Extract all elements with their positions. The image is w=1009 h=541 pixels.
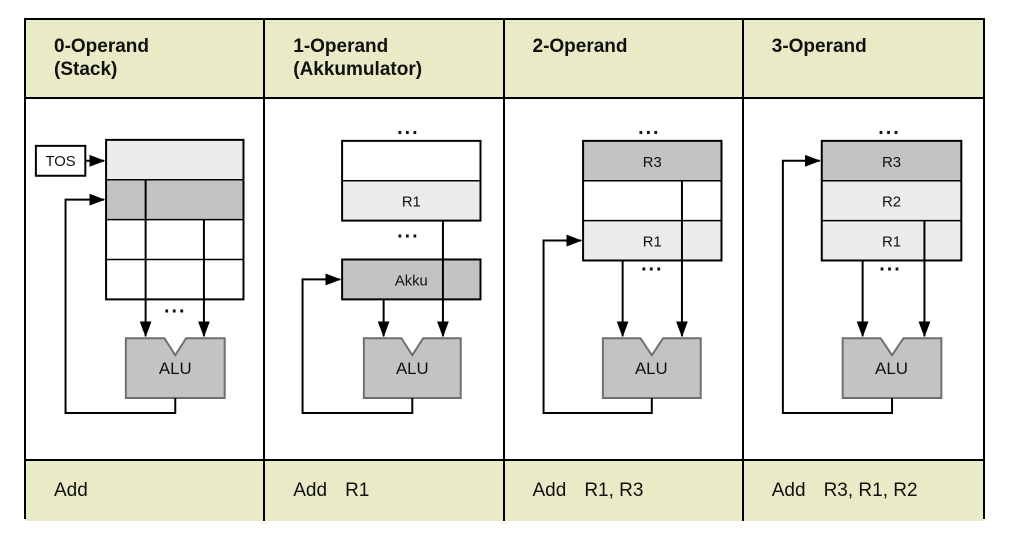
ellipsis-top: ... [638,117,660,139]
ellipsis-top: ... [878,117,901,139]
instruction-operands: R1, R3 [584,479,644,501]
stack-cell-top [106,139,244,180]
result-feedback-path [781,154,893,415]
operand-architecture-table: 0-Operand (Stack) 1-Operand (Akkumulator… [24,18,985,521]
diagram-stack: TOS ... ALU [26,99,266,461]
ellipsis-bottom: ... [164,295,186,317]
akkumulator-architecture-svg: ... R1 ... Akku ALU [301,117,482,415]
instruction-stack: Add [26,460,266,521]
register-cell-r1 [342,180,481,221]
header-title: 3-Operand [771,36,867,57]
register-file: R3 R2 R1 [820,139,963,262]
register-outline [341,139,482,222]
instruction-mnemonic: Add [293,479,328,501]
result-feedback-path [64,193,177,415]
header-title: 2-Operand [532,36,628,57]
result-feedback-path [542,234,653,415]
register-r3-label: R3 [642,155,661,171]
register-outline [581,139,722,262]
stack-outline [105,138,245,301]
diagram-3-operand: ... R3 R2 R1 ... ALU [743,99,983,461]
header-1-operand: 1-Operand (Akkumulator) [265,20,505,99]
register-outline [820,139,963,262]
ellipsis-bottom: ... [879,253,902,275]
register-cell-r3 [582,140,721,181]
alu-shape [601,337,702,400]
result-feedback-path [301,273,414,415]
header-2-operand: 2-Operand [504,20,744,99]
three-operand-architecture-svg: ... R3 R2 R1 ... ALU [781,117,963,415]
alu-label: ALU [634,359,667,378]
alu-shape [363,337,462,400]
register-cell-r3 [821,140,962,181]
tos-box [34,144,87,177]
register-cell-empty [342,140,481,181]
akku-label: Akku [395,273,428,289]
alu-label: ALU [159,359,192,378]
register-r3-label: R3 [882,154,901,171]
instruction-mnemonic: Add [532,479,567,501]
akku-box [341,258,482,301]
stack-cell-third [106,219,244,260]
register-cell-empty [582,180,721,221]
header-title: 0-Operand [54,36,150,57]
diagram-akkumulator: ... R1 ... Akku ALU [265,99,505,461]
header-title: 1-Operand [293,36,389,57]
two-operand-architecture-svg: ... R3 R1 ... ALU [542,117,722,415]
alu-label: ALU [396,359,429,378]
stack-architecture-svg: TOS ... ALU [34,138,245,415]
register-r1-label: R1 [882,234,901,251]
register-cell-r1 [582,220,721,261]
instruction-2-operand: Add R1, R3 [504,460,744,521]
header-3-operand: 3-Operand [743,20,983,99]
instruction-mnemonic: Add [54,479,88,501]
stack-cell-fourth [106,259,244,300]
header-subtitle: (Akkumulator) [293,59,423,80]
alu-label: ALU [875,359,908,378]
stack-register-file [105,138,245,301]
header-subtitle: (Stack) [54,59,118,80]
instruction-3-operand: Add R3, R1, R2 [743,460,983,521]
register-cell-r2 [821,180,962,221]
register-r1-label: R1 [402,195,421,211]
ellipsis-bottom: ... [641,253,663,275]
register-cell-r1 [821,220,962,261]
header-0-operand: 0-Operand (Stack) [26,20,266,99]
diagram-2-operand: ... R3 R1 ... ALU [504,99,744,461]
tos-label: TOS [46,154,76,170]
instruction-operands: R1 [345,479,370,501]
stack-cell-second [106,179,244,220]
register-file: R3 R1 [581,139,722,262]
register-r2-label: R2 [882,194,901,211]
instruction-akkumulator: Add R1 [265,460,505,521]
ellipsis-middle: ... [397,220,419,242]
alu-shape [124,337,226,400]
instruction-mnemonic: Add [771,479,806,501]
alu-shape [841,337,943,400]
instruction-operands: R3, R1, R2 [823,479,918,501]
register-r1-label: R1 [642,234,661,250]
ellipsis-top: ... [397,117,419,139]
register-file: R1 [341,139,482,222]
